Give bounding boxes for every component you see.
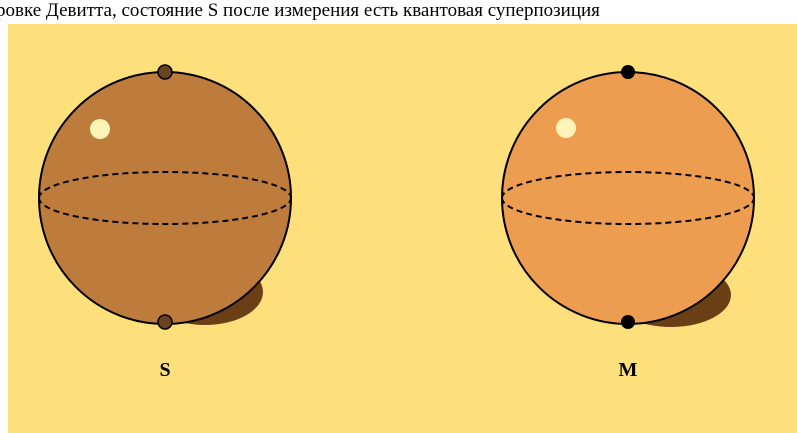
sphere-s-body: [39, 72, 291, 324]
north-pole-dot-icon: [158, 65, 172, 79]
caption-text: ровке Девитта, состояние S после измерен…: [0, 0, 797, 24]
sphere-s-highlight: [90, 119, 110, 139]
north-pole-dot-icon: [621, 65, 635, 79]
sphere-m-body: [502, 72, 754, 324]
south-pole-dot-icon: [621, 315, 635, 329]
bloch-spheres-figure: S M: [8, 24, 797, 433]
sphere-s-label: S: [159, 359, 170, 381]
sphere-m-label: M: [619, 359, 638, 381]
figure-canvas: S M: [8, 24, 797, 433]
sphere-m-highlight: [556, 118, 576, 138]
south-pole-dot-icon: [158, 315, 172, 329]
